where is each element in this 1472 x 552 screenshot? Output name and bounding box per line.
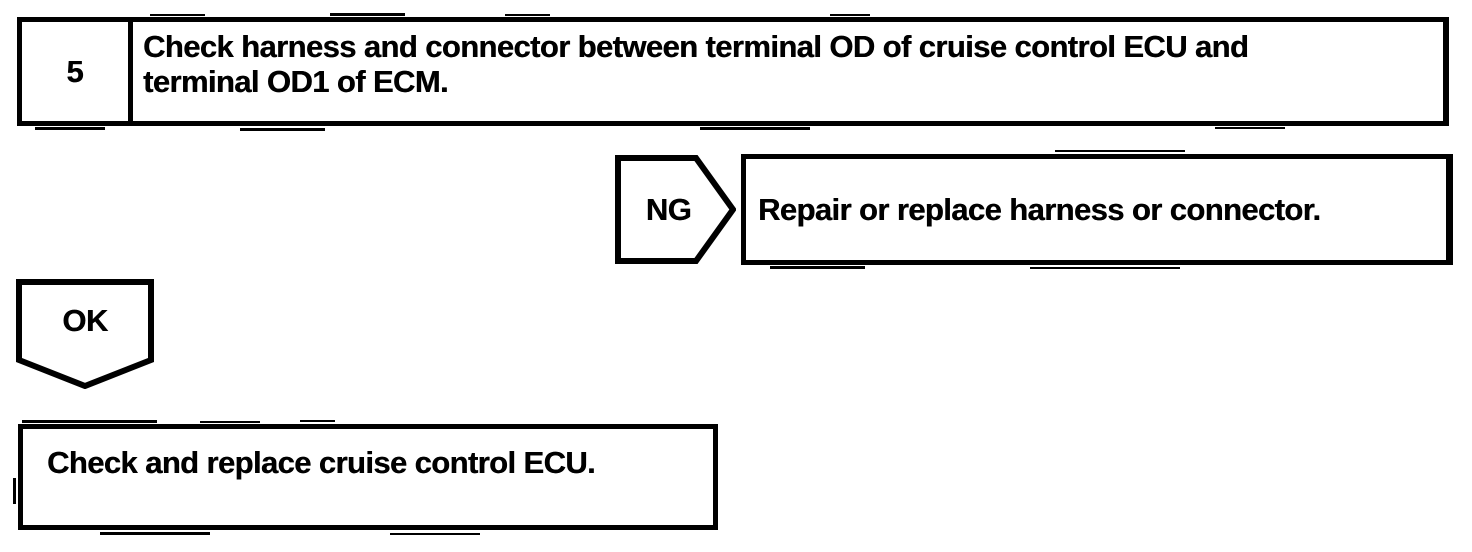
ng-connector: NG: [615, 155, 736, 264]
ok-pentagon-icon: [16, 279, 154, 389]
ng-pentagon-icon: [615, 155, 736, 264]
step-instruction: Check harness and connector between term…: [133, 22, 1249, 121]
scan-artifact: [1215, 127, 1285, 129]
step-number: 5: [22, 22, 133, 121]
scan-artifact: [830, 14, 870, 16]
step-instruction-line-1: Check harness and connector between term…: [143, 29, 1249, 64]
scan-artifact: [505, 14, 550, 16]
scan-artifact: [150, 14, 205, 16]
scan-artifact: [13, 478, 16, 504]
scan-artifact: [300, 420, 335, 422]
scan-artifact: [35, 127, 105, 130]
scan-artifact: [200, 421, 260, 423]
scan-artifact: [1055, 150, 1185, 152]
ng-action-text: Repair or replace harness or connector.: [758, 192, 1321, 227]
ng-label: NG: [645, 191, 692, 227]
step-instruction-line-2: terminal OD1 of ECM.: [143, 64, 449, 99]
scan-artifact: [100, 532, 210, 535]
scan-artifact: [240, 128, 325, 131]
ok-action-box: Check and replace cruise control ECU.: [18, 424, 718, 530]
scan-artifact: [390, 533, 480, 535]
scan-artifact: [770, 266, 865, 269]
step-box: 5 Check harness and connector between te…: [17, 17, 1449, 126]
scan-artifact: [330, 13, 405, 16]
ok-action-text: Check and replace cruise control ECU.: [47, 445, 596, 480]
ng-action-box: Repair or replace harness or connector.: [741, 154, 1453, 265]
scan-artifact: [1030, 267, 1180, 269]
ok-connector: OK: [16, 279, 154, 389]
ok-label: OK: [62, 303, 108, 338]
scan-artifact: [700, 127, 810, 130]
scan-artifact: [22, 420, 157, 423]
